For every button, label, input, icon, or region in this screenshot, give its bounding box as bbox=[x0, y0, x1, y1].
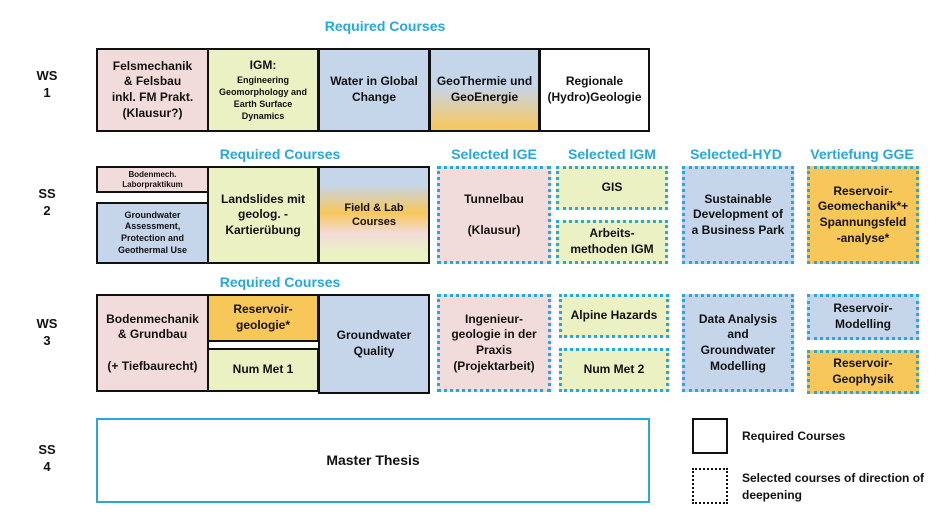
course-igm[interactable]: IGM: Engineering Geomorphology and Earth… bbox=[207, 48, 319, 132]
course-reservoir-geomechanik[interactable]: Reservoir- Geomechanik*+ Spannungsfeld -… bbox=[807, 166, 919, 264]
course-num-met-1[interactable]: Num Met 1 bbox=[207, 348, 319, 392]
course-water-global-change[interactable]: Water in Global Change bbox=[318, 48, 430, 132]
course-data-analysis[interactable]: Data Analysis and Groundwater Modelling bbox=[682, 294, 794, 392]
course-reservoir-modelling[interactable]: Reservoir- Modelling bbox=[807, 294, 919, 340]
course-regionale-geologie[interactable]: Regionale (Hydro)Geologie bbox=[539, 48, 650, 132]
legend-required-label: Required Courses bbox=[742, 429, 846, 443]
header-selected-igm: Selected IGM bbox=[568, 146, 656, 162]
course-ingenieurgeologie[interactable]: Ingenieur- geologie in der Praxis (Proje… bbox=[437, 294, 551, 392]
course-field-lab[interactable]: Field & Lab Courses bbox=[318, 166, 430, 264]
legend-selected-swatch bbox=[692, 468, 728, 504]
course-geothermie[interactable]: GeoThermie und GeoEnergie bbox=[429, 48, 540, 132]
semester-ss4: SS 4 bbox=[38, 442, 56, 474]
course-alpine-hazards[interactable]: Alpine Hazards bbox=[559, 294, 669, 338]
course-num-met-2[interactable]: Num Met 2 bbox=[559, 348, 669, 392]
semester-ws3: WS 3 bbox=[36, 316, 58, 348]
course-master-thesis[interactable]: Master Thesis bbox=[96, 418, 650, 503]
semester-ws1: WS 1 bbox=[36, 68, 58, 100]
course-bodenmech-laborpraktikum[interactable]: Bodenmech. Laborpraktikum bbox=[96, 166, 209, 193]
semester-ss2: SS 2 bbox=[38, 186, 56, 218]
course-igm-title: IGM: bbox=[249, 57, 277, 72]
legend-selected-label: Selected courses of direction of deepeni… bbox=[742, 471, 925, 502]
course-reservoir-geophysik[interactable]: Reservoir- Geophysik bbox=[807, 350, 919, 394]
course-reservoir-geologie[interactable]: Reservoir- geologie* bbox=[207, 294, 319, 342]
header-required-1: Required Courses bbox=[324, 18, 446, 34]
course-igm-subtitle: Engineering Geomorphology and Earth Surf… bbox=[218, 74, 307, 121]
course-sustainable-development[interactable]: Sustainable Development of a Business Pa… bbox=[682, 166, 794, 264]
header-required-2: Required Courses bbox=[219, 146, 341, 162]
header-selected-hyd: Selected-HYD bbox=[690, 146, 782, 162]
course-landslides[interactable]: Landslides mit geolog. - Kartierübung bbox=[207, 166, 319, 264]
header-vertiefung-gge: Vertiefung GGE bbox=[810, 146, 914, 162]
course-felsmechanik[interactable]: Felsmechanik & Felsbau inkl. FM Prakt. (… bbox=[96, 48, 209, 132]
header-required-3: Required Courses bbox=[219, 274, 341, 290]
course-gis[interactable]: GIS bbox=[556, 166, 668, 210]
course-tunnelbau[interactable]: Tunnelbau (Klausur) bbox=[437, 166, 551, 264]
course-groundwater-quality[interactable]: Groundwater Quality bbox=[318, 294, 430, 394]
course-groundwater-assessment[interactable]: Groundwater Assessment, Protection and G… bbox=[96, 202, 209, 264]
course-bodenmechanik[interactable]: Bodenmechanik & Grundbau (+ Tiefbaurecht… bbox=[96, 294, 209, 392]
header-selected-ige: Selected IGE bbox=[451, 146, 537, 162]
legend-required-swatch bbox=[692, 418, 728, 454]
course-arbeitsmethoden[interactable]: Arbeits- methoden IGM bbox=[556, 220, 668, 264]
